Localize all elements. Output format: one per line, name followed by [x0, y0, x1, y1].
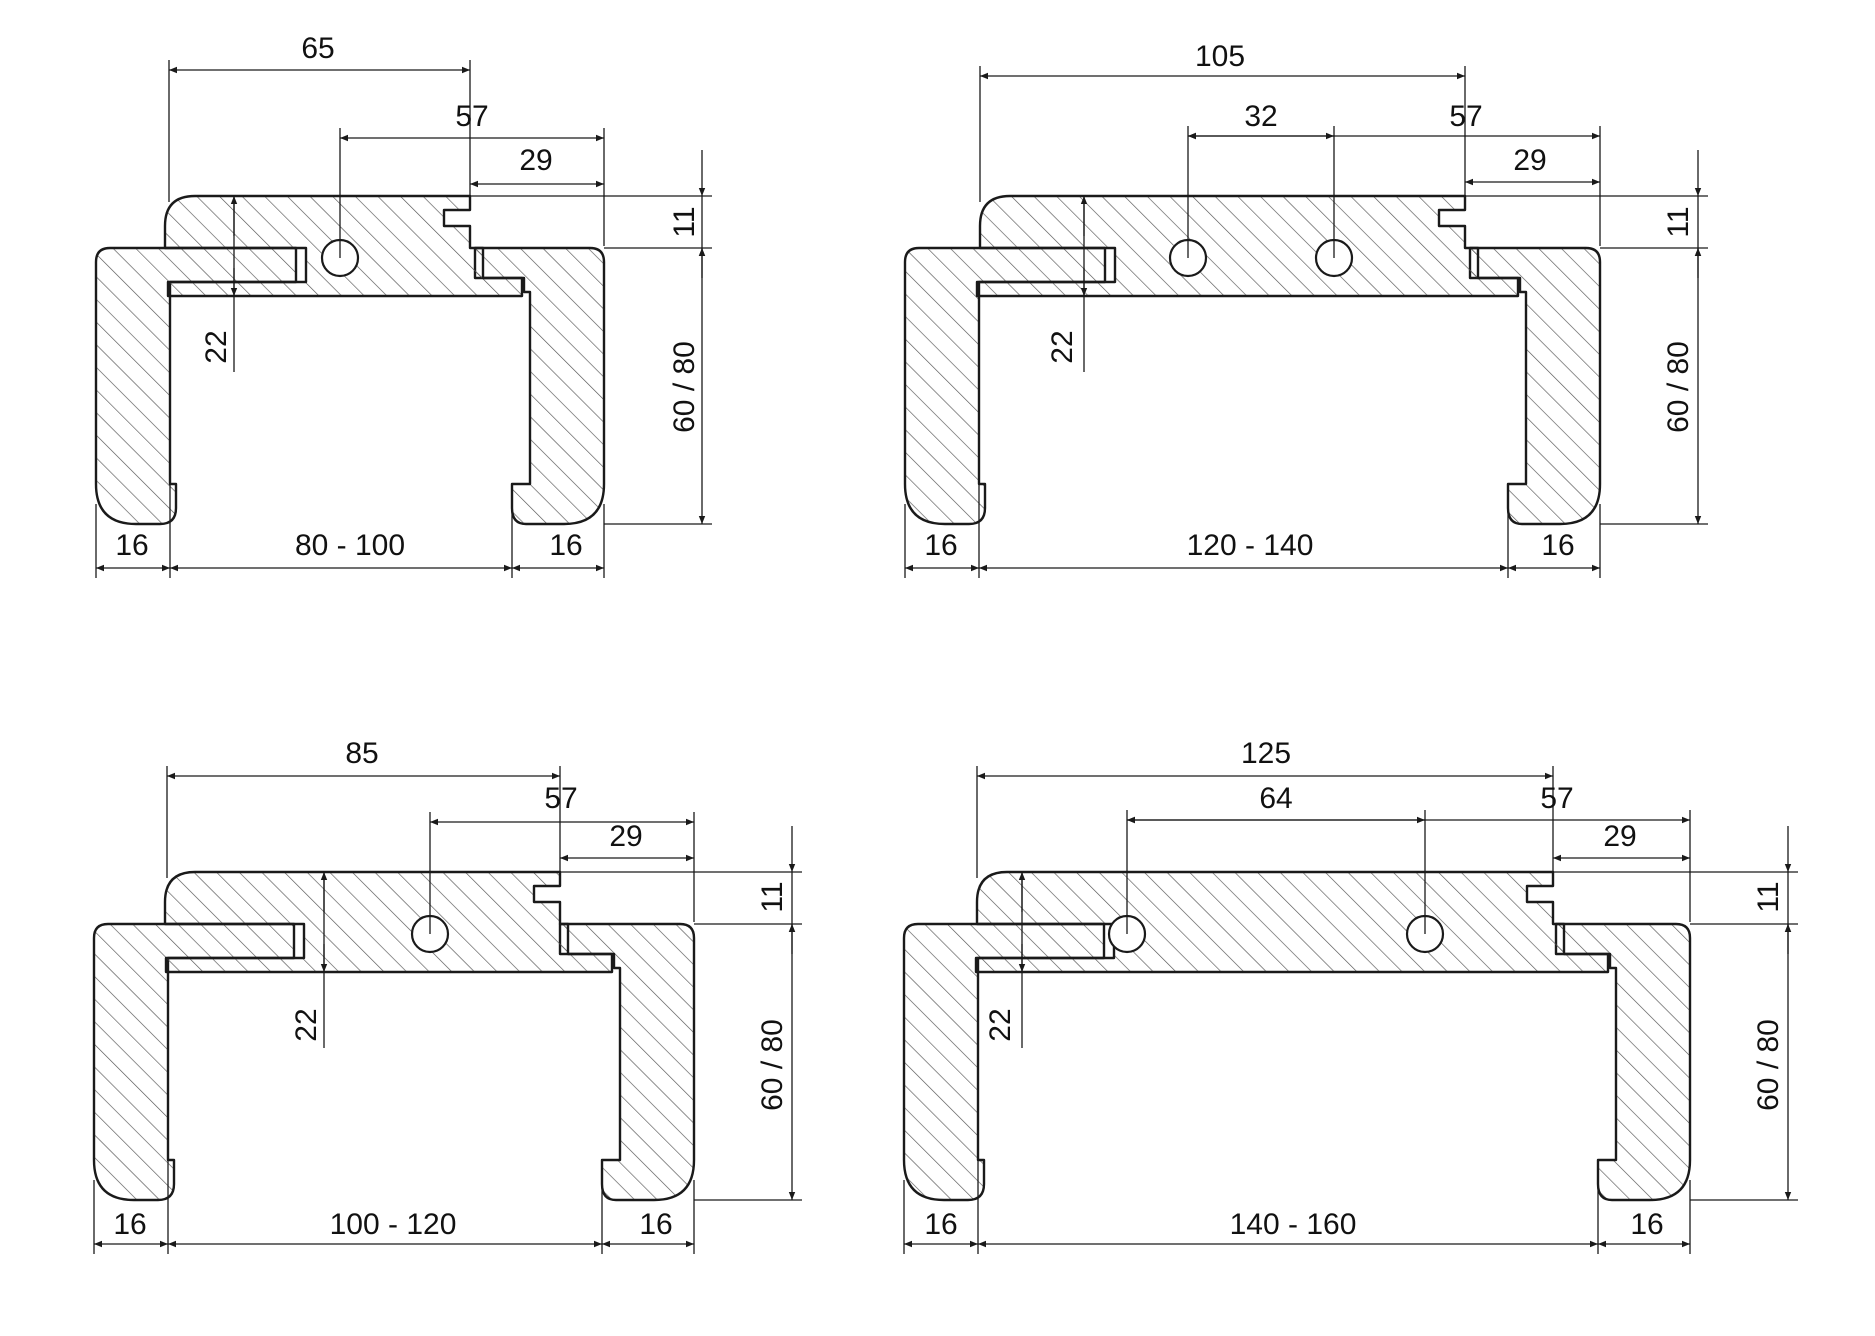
dim-29: 29 — [1513, 144, 1546, 177]
dim-total-width: 125 — [1241, 737, 1291, 770]
dim-total-width: 85 — [345, 737, 378, 770]
dim-height: 60 / 80 — [1752, 1019, 1785, 1111]
dim-left-16: 16 — [115, 529, 148, 562]
dim-57: 57 — [544, 782, 577, 815]
profile-120-140: 105 32 57 29 11 22 60 / 80 16 120 - 140 … — [903, 40, 1708, 578]
dim-total-width: 105 — [1195, 40, 1245, 73]
dim-span: 120 - 140 — [1187, 529, 1314, 562]
left-jamb — [902, 922, 1106, 1202]
dim-height: 60 / 80 — [756, 1019, 789, 1111]
center-beam — [974, 870, 1610, 974]
dim-right-16: 16 — [1630, 1208, 1663, 1241]
dim-11: 11 — [1662, 206, 1695, 237]
dimension-lines — [93, 766, 802, 1254]
dim-left-16: 16 — [924, 529, 957, 562]
shape-layer — [92, 870, 696, 1202]
dimension-lines — [903, 766, 1798, 1254]
dim-left-16: 16 — [924, 1208, 957, 1241]
dim-right-16: 16 — [549, 529, 582, 562]
profile-100-120: 85 57 29 11 22 60 / 80 16 100 - 120 16 — [92, 737, 802, 1254]
dim-29: 29 — [609, 820, 642, 853]
shape-layer — [903, 194, 1602, 526]
dimension-lines — [904, 66, 1708, 578]
dim-height: 60 / 80 — [668, 341, 701, 433]
dim-span: 140 - 160 — [1230, 1208, 1357, 1241]
dim-11: 11 — [756, 881, 789, 912]
dim-height: 60 / 80 — [1662, 341, 1695, 433]
dim-57: 57 — [455, 100, 488, 133]
dim-29: 29 — [519, 144, 552, 177]
dim-11: 11 — [1752, 881, 1785, 912]
left-jamb — [92, 922, 296, 1202]
dim-22: 22 — [200, 330, 233, 363]
dim-span: 80 - 100 — [295, 529, 405, 562]
dim-hole-spacing: 64 — [1259, 782, 1292, 815]
dim-57: 57 — [1540, 782, 1573, 815]
dim-span: 100 - 120 — [330, 1208, 457, 1241]
dim-right-16: 16 — [1541, 529, 1574, 562]
center-beam — [975, 194, 1520, 298]
profile-140-160: 125 64 57 29 11 22 60 / 80 16 140 - 160 … — [902, 737, 1798, 1254]
dim-hole-spacing: 32 — [1244, 100, 1277, 133]
dim-57: 57 — [1449, 100, 1482, 133]
dim-22: 22 — [290, 1008, 323, 1041]
dim-total-width: 65 — [301, 32, 334, 65]
dim-right-16: 16 — [639, 1208, 672, 1241]
left-jamb — [903, 246, 1107, 526]
dim-22: 22 — [1046, 330, 1079, 363]
profile-80-100: 65 57 29 11 22 60 / 80 16 80 - 100 16 — [94, 32, 712, 578]
left-jamb — [94, 246, 298, 526]
dim-left-16: 16 — [113, 1208, 146, 1241]
dim-11: 11 — [668, 206, 701, 237]
dim-22: 22 — [984, 1008, 1017, 1041]
dim-29: 29 — [1603, 820, 1636, 853]
center-beam — [163, 870, 614, 974]
dimension-lines — [95, 60, 712, 578]
shape-layer — [94, 194, 606, 526]
shape-layer — [902, 870, 1692, 1202]
